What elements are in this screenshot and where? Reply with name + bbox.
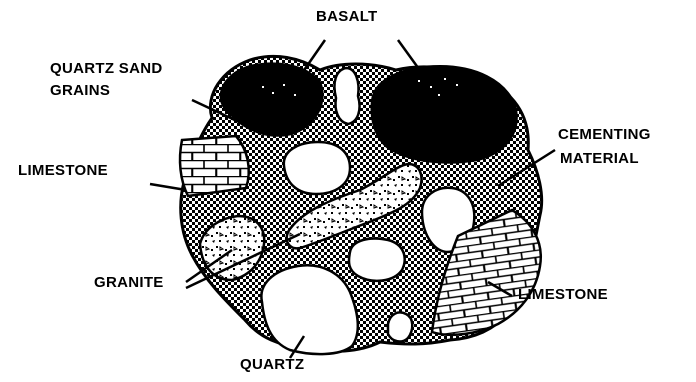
label-granite: GRANITE bbox=[94, 272, 164, 294]
label-limestone-left: LIMESTONE bbox=[18, 160, 108, 182]
basalt-clast-right bbox=[372, 66, 517, 163]
label-cementing-line2: MATERIAL bbox=[560, 148, 639, 170]
label-cementing-line1: CEMENTING bbox=[558, 124, 651, 146]
limestone-clast-left bbox=[180, 136, 249, 196]
label-quartz: QUARTZ bbox=[240, 354, 304, 376]
quartz-grain-middle bbox=[349, 239, 405, 281]
label-quartz-sand-line1: QUARTZ SAND bbox=[50, 58, 162, 80]
label-limestone-right: LIMESTONE bbox=[518, 284, 608, 306]
leader-limestone-left bbox=[150, 184, 186, 190]
quartz-grain-center bbox=[284, 142, 350, 194]
quartz-grain-bottom-small bbox=[388, 312, 412, 341]
quartz-grain-top bbox=[334, 68, 359, 124]
label-quartz-sand-line2: GRAINS bbox=[50, 80, 110, 102]
label-basalt: BASALT bbox=[316, 6, 378, 28]
